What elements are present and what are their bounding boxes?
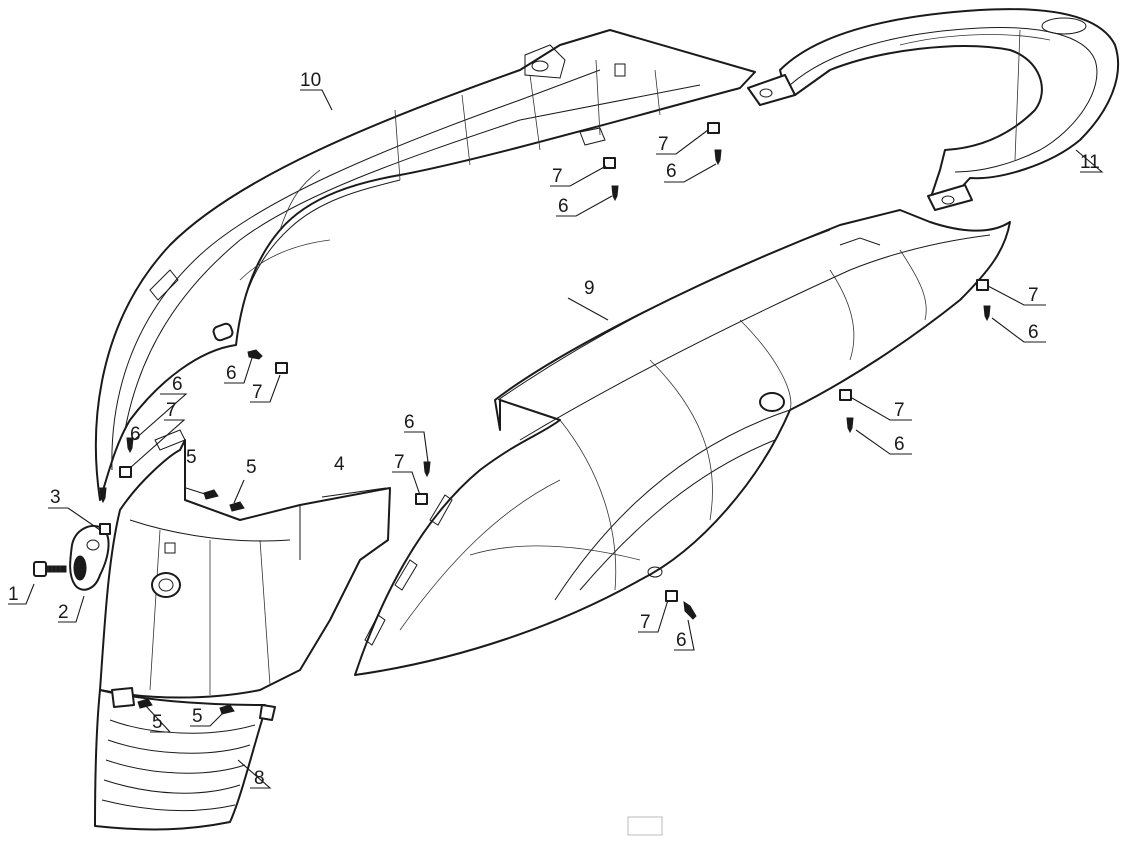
callout-6: 6 xyxy=(558,196,569,217)
callout-7: 7 xyxy=(394,452,405,473)
callout-6: 6 xyxy=(676,630,687,651)
callout-7: 7 xyxy=(166,400,177,421)
callout-labels: 1 2 3 4 5 5 5 5 6 6 6 6 6 6 6 6 6 7 7 7 … xyxy=(8,70,1100,789)
callout-6: 6 xyxy=(172,374,183,395)
callout-1: 1 xyxy=(8,584,19,605)
part-3-clip xyxy=(99,523,111,535)
callout-7: 7 xyxy=(252,382,263,403)
blank-marker xyxy=(627,816,663,836)
callout-5: 5 xyxy=(192,706,203,727)
hardware-fasteners xyxy=(99,122,991,715)
part-1-bolt xyxy=(33,561,67,577)
leader-lines xyxy=(8,89,1104,789)
callout-7: 7 xyxy=(1028,285,1039,306)
callout-8: 8 xyxy=(254,768,265,789)
part-9-rear-side-cover xyxy=(354,209,1011,676)
callout-4: 4 xyxy=(334,454,345,475)
part-4-inner-panel xyxy=(99,429,391,699)
callout-6: 6 xyxy=(1028,322,1039,343)
callout-7: 7 xyxy=(552,166,563,187)
callout-6: 6 xyxy=(226,363,237,384)
callout-6: 6 xyxy=(666,161,677,182)
callout-2: 2 xyxy=(58,602,69,623)
callout-7: 7 xyxy=(894,400,905,421)
callout-5: 5 xyxy=(246,457,257,478)
callout-6: 6 xyxy=(404,412,415,433)
part-8-lower-grille xyxy=(94,687,276,831)
callout-3: 3 xyxy=(50,487,61,508)
part-11-grab-rail xyxy=(747,8,1120,211)
callout-5: 5 xyxy=(152,712,163,733)
part-10-side-rail-cover xyxy=(94,29,756,501)
part-2-knob xyxy=(69,525,110,591)
callout-11: 11 xyxy=(1080,152,1100,173)
clip-7 xyxy=(707,122,720,134)
callout-7: 7 xyxy=(658,134,669,155)
callout-10: 10 xyxy=(300,70,321,91)
callout-9: 9 xyxy=(584,278,595,299)
callout-5: 5 xyxy=(186,447,197,468)
callout-6: 6 xyxy=(130,424,141,445)
callout-7: 7 xyxy=(640,612,651,633)
callout-6: 6 xyxy=(894,434,905,455)
